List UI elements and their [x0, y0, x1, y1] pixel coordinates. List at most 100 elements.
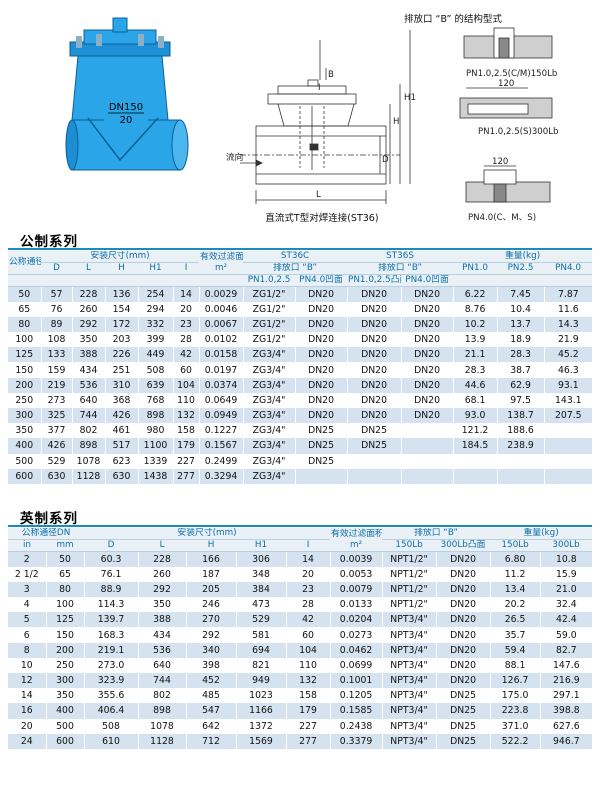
table-cell: ZG1/2": [242, 316, 296, 333]
imperial-col-h1: H1: [236, 539, 287, 552]
table-cell: 82.7: [539, 642, 593, 658]
table-cell: NPT3/4": [381, 733, 437, 749]
table-cell: 529: [40, 453, 72, 469]
table-cell: 228: [71, 286, 105, 302]
imperial-col-drain-300: 300Lb凸面: [436, 539, 491, 552]
table-cell: 610: [83, 733, 139, 749]
drain-variant-1-label: PN1.0,2.5(C/M)150Lb: [466, 69, 557, 79]
table-cell: 158: [285, 688, 331, 704]
table-cell: 536: [137, 642, 187, 658]
table-cell: 8: [8, 642, 46, 658]
table-cell: 7.45: [496, 286, 545, 302]
table-cell: NPT1/2": [381, 551, 437, 567]
imperial-col-h: H: [186, 539, 237, 552]
table-cell: 640: [71, 392, 105, 408]
table-cell: 150: [45, 627, 85, 643]
table-cell: 485: [185, 688, 237, 704]
table-cell: 250: [8, 392, 41, 408]
table-cell: 292: [137, 581, 187, 598]
table-cell: 3: [8, 581, 46, 598]
table-cell: 0.0374: [198, 377, 244, 393]
table-cell: 1078: [71, 453, 105, 469]
table-cell: 0.0133: [329, 597, 383, 613]
table-cell: 0.0046: [198, 301, 244, 317]
table-cell: 350: [137, 597, 187, 613]
table-cell: 227: [172, 453, 200, 469]
table-cell: 581: [235, 627, 287, 643]
table-cell: NPT3/4": [381, 703, 437, 719]
table-cell: 200: [45, 642, 85, 658]
table-cell: 8.76: [452, 301, 498, 317]
metric-col-h1: H1: [138, 262, 173, 275]
table-cell: 108: [40, 332, 72, 348]
table-cell: 1438: [137, 468, 173, 484]
table-cell: 623: [104, 453, 138, 469]
table-cell: DN20: [435, 627, 491, 643]
table-cell: 0.3379: [329, 733, 383, 749]
table-cell: DN20: [400, 286, 454, 302]
table-cell: 175.0: [489, 688, 541, 704]
table-cell: 104: [172, 377, 200, 393]
imperial-table: 公称通径DN 安装尺寸(mm) 有效过滤面积 m² 排放口 “B” 重量(kg)…: [8, 528, 593, 749]
table-cell: 0.0273: [329, 627, 383, 643]
table-cell: DN20: [346, 347, 402, 363]
table-cell: 93.1: [543, 377, 593, 393]
table-cell: 461: [104, 423, 138, 439]
table-cell: 24: [8, 733, 46, 749]
table-cell: 500: [45, 718, 85, 734]
table-cell: 384: [235, 581, 287, 598]
table-cell: 166: [185, 551, 237, 567]
table-cell: 0.0649: [198, 392, 244, 408]
table-cell: 426: [40, 438, 72, 454]
table-cell: 0.0079: [329, 581, 383, 598]
table-cell: NPT3/4": [381, 718, 437, 734]
table-cell: 59.4: [489, 642, 541, 658]
table-cell: 13.9: [452, 332, 498, 348]
table-cell: DN20: [346, 408, 402, 424]
table-cell: 294: [137, 301, 173, 317]
table-cell: 21.0: [539, 581, 593, 598]
table-cell: 0.0029: [198, 286, 244, 302]
table-cell: [400, 423, 454, 439]
table-cell: 744: [137, 673, 187, 689]
metric-header-area-text: 有效过滤面积: [200, 251, 243, 262]
table-cell: 0.0699: [329, 657, 383, 673]
dn-label: DN150: [109, 102, 143, 113]
table-cell: 11.2: [489, 566, 541, 582]
table-cell: 45.2: [543, 347, 593, 363]
table-cell: 179: [285, 703, 331, 719]
table-cell: 388: [71, 347, 105, 363]
table-cell: 640: [137, 657, 187, 673]
table-cell: DN20: [400, 332, 454, 348]
table-cell: 802: [71, 423, 105, 439]
table-cell: 4: [8, 597, 46, 613]
table-cell: DN20: [435, 673, 491, 689]
table-cell: 110: [285, 657, 331, 673]
table-cell: 59.0: [539, 627, 593, 643]
imperial-col-drain-150: 150Lb: [382, 539, 437, 552]
table-cell: 184.5: [452, 438, 498, 454]
imperial-col-i: I: [286, 539, 331, 552]
table-cell: [452, 453, 498, 469]
table-cell: 150: [8, 362, 41, 378]
table-cell: NPT1/2": [381, 581, 437, 598]
table-cell: 508: [83, 718, 139, 734]
table-cell: 273.0: [83, 657, 139, 673]
table-cell: 0.3294: [198, 468, 244, 484]
table-cell: 630: [104, 468, 138, 484]
table-cell: 1128: [137, 733, 187, 749]
table-cell: 400: [8, 438, 41, 454]
metric-header-spacer: [8, 274, 244, 287]
table-cell: 14: [8, 688, 46, 704]
imperial-header-install: 安装尺寸(mm): [84, 528, 331, 540]
imperial-section-rule: [8, 525, 592, 527]
